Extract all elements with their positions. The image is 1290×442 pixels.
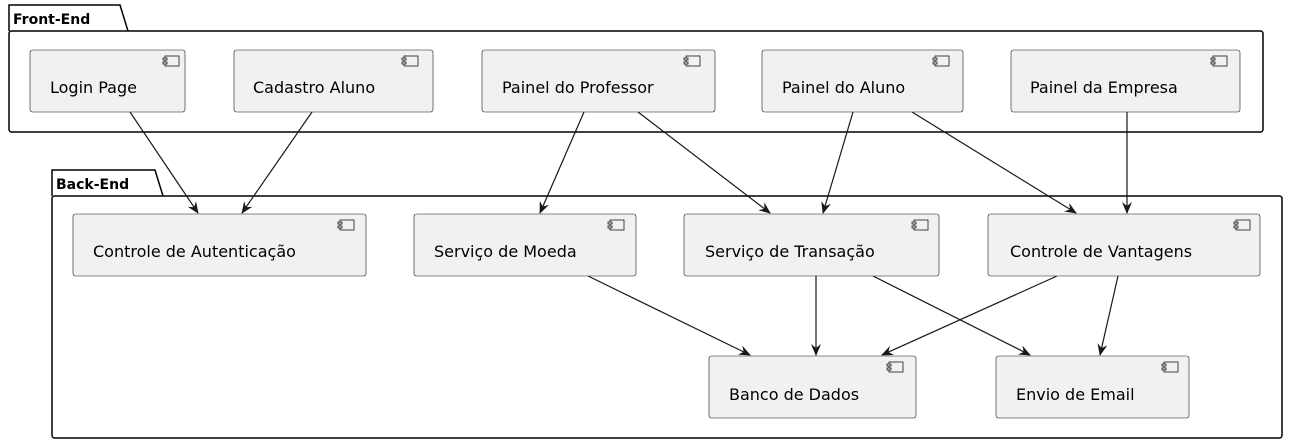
component-servico-moeda[interactable]: Serviço de Moeda <box>413 213 637 277</box>
package-tab <box>51 169 164 197</box>
arrow-painel-professor-to-servico-moeda <box>539 111 585 214</box>
arrow-login-page-to-controle-autenticacao <box>129 111 199 214</box>
component-icon <box>1233 219 1251 231</box>
component-label: Painel do Professor <box>502 78 654 97</box>
component-icon <box>911 219 929 231</box>
component-cadastro-aluno[interactable]: Cadastro Aluno <box>233 49 434 113</box>
component-label: Painel do Aluno <box>782 78 905 97</box>
component-label: Cadastro Aluno <box>253 78 375 97</box>
component-servico-transacao[interactable]: Serviço de Transação <box>683 213 940 277</box>
component-controle-autenticacao[interactable]: Controle de Autenticação <box>72 213 367 277</box>
component-banco-dados[interactable]: Banco de Dados <box>708 355 917 419</box>
arrow-controle-vantagens-to-banco-dados <box>881 275 1058 356</box>
component-icon <box>162 55 180 67</box>
component-label: Serviço de Moeda <box>434 242 577 261</box>
component-icon <box>1161 361 1179 373</box>
package-title: Front-End <box>13 12 90 28</box>
package-title: Back-End <box>56 177 129 193</box>
component-painel-professor[interactable]: Painel do Professor <box>481 49 716 113</box>
arrow-painel-professor-to-servico-transacao <box>637 111 771 214</box>
arrow-controle-vantagens-to-envio-email <box>1097 275 1119 356</box>
component-label: Painel da Empresa <box>1030 78 1178 97</box>
component-painel-empresa[interactable]: Painel da Empresa <box>1010 49 1241 113</box>
arrow-painel-aluno-to-servico-transacao <box>821 111 854 214</box>
dependency-arrows <box>129 111 1132 356</box>
component-controle-vantagens[interactable]: Controle de Vantagens <box>987 213 1261 277</box>
component-icon <box>886 361 904 373</box>
component-label: Envio de Email <box>1016 385 1135 404</box>
component-envio-email[interactable]: Envio de Email <box>995 355 1190 419</box>
arrow-cadastro-aluno-to-controle-autenticacao <box>241 111 313 214</box>
component-label: Controle de Autenticação <box>93 242 296 261</box>
component-label: Login Page <box>50 78 137 97</box>
arrow-servico-moeda-to-banco-dados <box>587 275 751 356</box>
component-painel-aluno[interactable]: Painel do Aluno <box>761 49 964 113</box>
component-label: Serviço de Transação <box>705 242 875 261</box>
package-tab <box>8 4 129 32</box>
component-login-page[interactable]: Login Page <box>29 49 186 113</box>
component-icon <box>932 55 950 67</box>
component-label: Controle de Vantagens <box>1010 242 1192 261</box>
arrow-servico-transacao-to-envio-email <box>872 275 1031 356</box>
arrow-painel-aluno-to-controle-vantagens <box>911 111 1077 214</box>
component-icon <box>1210 55 1228 67</box>
component-icon <box>683 55 701 67</box>
component-icon <box>337 219 355 231</box>
component-icon <box>401 55 419 67</box>
component-icon <box>607 219 625 231</box>
component-label: Banco de Dados <box>729 385 859 404</box>
